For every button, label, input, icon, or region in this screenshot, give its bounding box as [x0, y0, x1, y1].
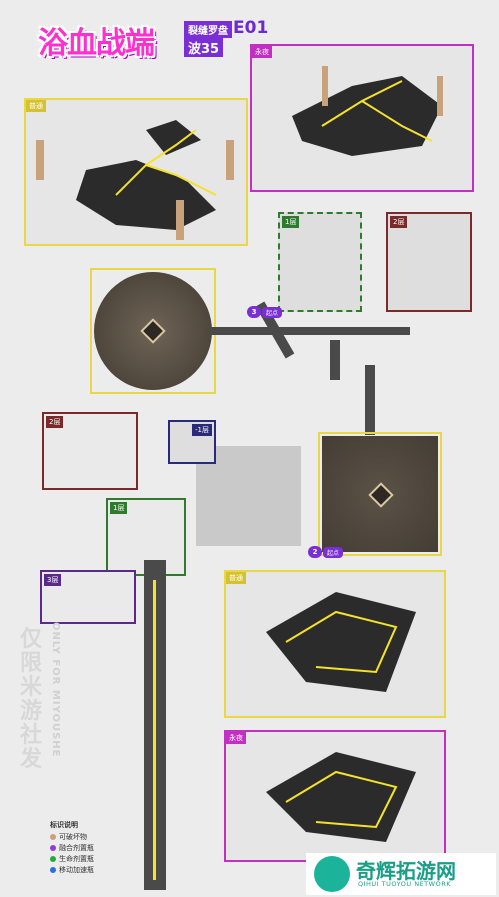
nightfall-3d-panel-bottom: 永夜 [224, 730, 446, 862]
start-point-label: 起点 [262, 307, 283, 318]
normal-3d-panel-bottom: 普通 [224, 570, 446, 718]
brand-sub: QIHUI TUOYOU NETWORK [358, 880, 451, 888]
legend: 标识说明 可破坏物 融合剂置瓶 生命剂置瓶 移动加速瓶 [50, 820, 94, 876]
breakable-icon [50, 834, 56, 840]
fusion-vial-icon [50, 845, 56, 851]
wave-tag: 波35 [184, 38, 224, 57]
code-tag: E01 [233, 18, 269, 38]
panel-label: 永夜 [226, 732, 246, 744]
floor-label: 3层 [44, 574, 62, 586]
brand-name: 奇辉拓游网 [356, 859, 456, 883]
life-vial-icon [50, 856, 56, 862]
corridor [210, 327, 410, 335]
watermark-cn: 仅限米游社发 [20, 627, 43, 772]
legend-item: 移动加速瓶 [50, 865, 94, 875]
brand-logo-icon [314, 856, 350, 892]
map-title: 浴血战端 [38, 26, 155, 61]
floor-minus-1: -1层 [168, 420, 216, 464]
floor-label: 2层 [46, 416, 64, 428]
legend-title: 标识说明 [50, 821, 78, 829]
legend-item: 可破坏物 [50, 832, 94, 842]
nightfall-3d-view [292, 66, 443, 156]
corridor [330, 340, 340, 380]
start-point-label: 起点 [323, 547, 344, 558]
corridor [365, 365, 375, 435]
start-point-2: 2 [308, 546, 322, 558]
mode-tag: 裂缝罗盘 [184, 21, 232, 38]
normal-3d-view [266, 592, 416, 692]
panel-label: 普通 [226, 572, 246, 584]
floor-3: 3层 [40, 570, 136, 624]
circular-arena-box [90, 268, 216, 394]
floor-1-right: 1层 [278, 212, 362, 312]
start-point-3: 3 [247, 306, 261, 318]
panel-label: 永夜 [252, 46, 272, 58]
square-arena-box [318, 432, 442, 556]
legend-item: 生命剂置瓶 [50, 854, 94, 864]
floor-2-right: 2层 [386, 212, 472, 312]
floor-label: 1层 [110, 502, 128, 514]
nightfall-3d-view [266, 752, 416, 842]
floor-label: 1层 [282, 216, 300, 228]
brand-watermark: 奇辉拓游网 QIHUI TUOYOU NETWORK [306, 853, 496, 895]
nightfall-3d-panel-top: 永夜 [250, 44, 474, 192]
speed-vial-icon [50, 867, 56, 873]
panel-label: 普通 [26, 100, 46, 112]
normal-3d-panel-top: 普通 [24, 98, 248, 246]
route-line [153, 580, 156, 880]
floor-label: -1层 [192, 424, 212, 436]
watermark-en: ONLY FOR MIYOUSHE [50, 622, 61, 758]
floor-2-left: 2层 [42, 412, 138, 490]
normal-3d-view [36, 120, 234, 240]
floor-label: 2层 [390, 216, 408, 228]
legend-item: 融合剂置瓶 [50, 843, 94, 853]
